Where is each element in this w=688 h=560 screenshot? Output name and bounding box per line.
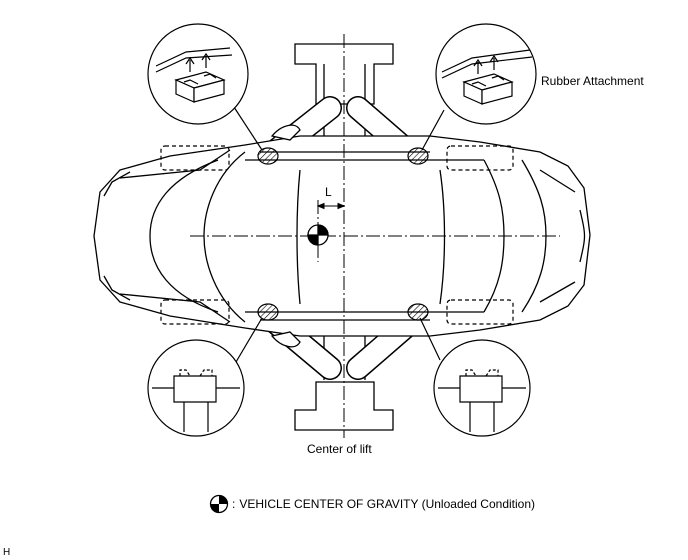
- detail-front-left-rubber-attachment: [147, 23, 249, 125]
- lift-pad-icon: [407, 303, 429, 321]
- wheel-areas: [160, 145, 514, 325]
- vehicle-body: [93, 124, 591, 348]
- lift-pads: [257, 147, 429, 321]
- detail-front-right-pad: [147, 339, 245, 437]
- dimension-L: [316, 202, 346, 210]
- legend: : VEHICLE CENTER OF GRAVITY (Unloaded Co…: [209, 494, 536, 514]
- rubber-block-icon: [462, 73, 514, 105]
- lift-pad-icon: [257, 303, 279, 321]
- figure-code: H: [3, 547, 11, 558]
- lift-pad-icon: [407, 147, 429, 165]
- distance-label: L: [325, 185, 332, 199]
- lift-pad-icon: [257, 147, 279, 165]
- rubber-block-icon: [174, 71, 226, 103]
- legend-text: VEHICLE CENTER OF GRAVITY (Unloaded Cond…: [239, 497, 536, 511]
- legend-separator: :: [232, 497, 236, 511]
- detail-rear-right-rubber-attachment: [435, 23, 537, 125]
- detail-callouts: [147, 23, 537, 437]
- detail-rear-left-pad: [433, 339, 531, 437]
- wheel-area-rear-left: [446, 145, 514, 171]
- wheel-area-rear-right: [446, 299, 514, 325]
- wheel-area-front-left: [160, 145, 230, 171]
- center-of-gravity-icon: [209, 494, 229, 514]
- center-of-gravity-icon: [307, 224, 329, 246]
- wheel-area-front-right: [160, 299, 230, 325]
- center-of-lift-label: Center of lift: [307, 442, 372, 456]
- rubber-attachment-label: Rubber Attachment: [541, 74, 644, 88]
